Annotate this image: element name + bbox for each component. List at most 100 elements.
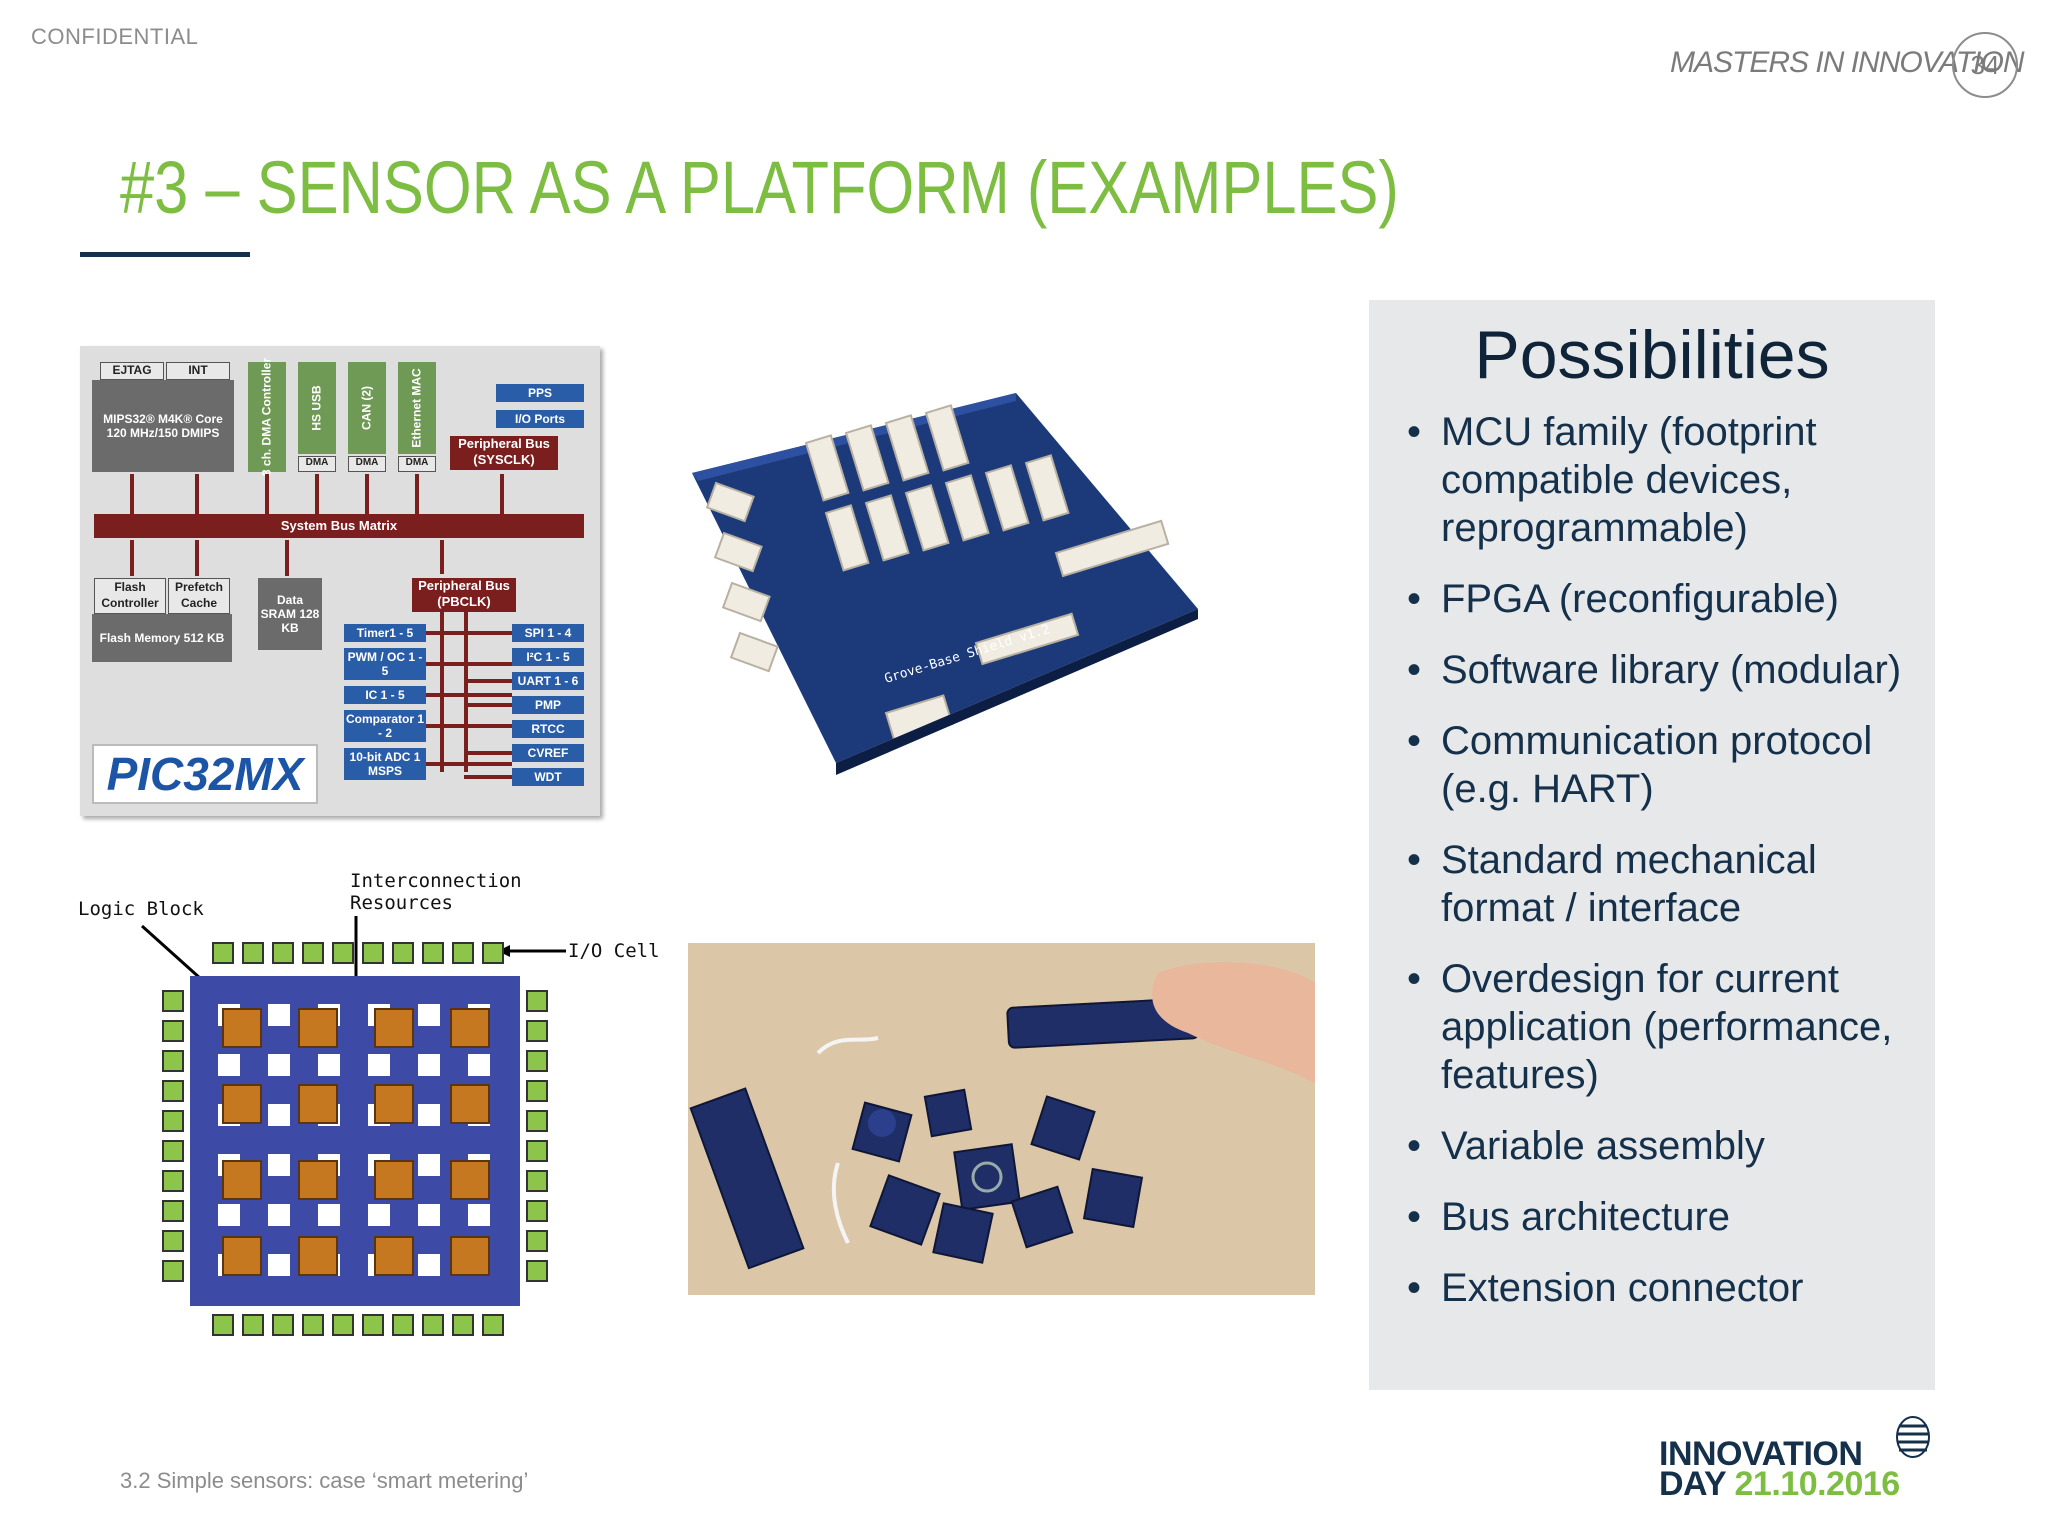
- io-cell: [162, 1230, 184, 1252]
- spi-block: SPI 1 - 4: [512, 624, 584, 642]
- switch-box: [268, 1254, 290, 1276]
- logic-block: [450, 1160, 490, 1200]
- switch-box: [218, 1204, 240, 1226]
- io-cell: [162, 1020, 184, 1042]
- fpga-diagram: Logic Block Interconnection Resources I/…: [70, 870, 690, 1340]
- list-item: Communication protocol (e.g. HART): [1407, 717, 1927, 813]
- logic-block: [450, 1236, 490, 1276]
- core-block: MIPS32® M4K® Core 120 MHz/150 DMIPS: [92, 380, 234, 472]
- pic32mx-block-diagram: EJTAG INT MIPS32® M4K® Core 120 MHz/150 …: [80, 346, 600, 816]
- switch-box: [468, 1054, 490, 1076]
- switch-box: [268, 1054, 290, 1076]
- switch-box: [418, 1204, 440, 1226]
- logic-block: [222, 1236, 262, 1276]
- io-cell: [526, 1080, 548, 1102]
- globe-icon: [1896, 1416, 1930, 1458]
- logic-block: [450, 1084, 490, 1124]
- io-cell: [212, 1314, 234, 1336]
- logic-block: [374, 1160, 414, 1200]
- list-item: Variable assembly: [1407, 1122, 1927, 1170]
- list-item: Extension connector: [1407, 1264, 1927, 1312]
- io-cell: [242, 942, 264, 964]
- dma-controller-block: 8 ch. DMA Controller: [248, 358, 286, 476]
- io-cell: [526, 1260, 548, 1282]
- list-item: Bus architecture: [1407, 1193, 1927, 1241]
- logo-day: DAY: [1659, 1465, 1726, 1503]
- io-cell: [422, 942, 444, 964]
- switch-box: [368, 1204, 390, 1226]
- page-number: 34: [1952, 32, 2018, 98]
- dma-tag: DMA: [348, 456, 386, 472]
- int-label: INT: [166, 362, 230, 380]
- io-cell: [162, 990, 184, 1012]
- switch-box: [268, 1154, 290, 1176]
- i2c-block: I²C 1 - 5: [512, 648, 584, 666]
- logic-block: [374, 1008, 414, 1048]
- io-cell: [332, 942, 354, 964]
- pic32mx-logo: PIC32MX: [92, 744, 318, 804]
- confidential-label: CONFIDENTIAL: [31, 24, 199, 49]
- io-cell: [482, 942, 504, 964]
- io-cell: [392, 1314, 414, 1336]
- logo-date: 21.10.2016: [1734, 1465, 1901, 1503]
- comparator-block: Comparator 1 - 2: [344, 710, 426, 742]
- io-cell: [302, 1314, 324, 1336]
- io-cell: [272, 942, 294, 964]
- io-cell: [332, 1314, 354, 1336]
- list-item: FPGA (reconfigurable): [1407, 575, 1927, 623]
- switch-box: [468, 1204, 490, 1226]
- logo-line1: INNOVATION: [1659, 1435, 1863, 1473]
- ic-block: IC 1 - 5: [344, 686, 426, 704]
- io-cell: [526, 1020, 548, 1042]
- flash-memory-block: Flash Memory 512 KB: [92, 614, 232, 662]
- cvref-block: CVREF: [512, 744, 584, 762]
- io-cell: [162, 1260, 184, 1282]
- interconnect-label: Interconnection Resources: [350, 870, 522, 914]
- logic-block: [222, 1008, 262, 1048]
- io-cell: [162, 1200, 184, 1222]
- logic-block: [298, 1236, 338, 1276]
- io-cell: [526, 1200, 548, 1222]
- slide-title: #3 – SENSOR AS A PLATFORM (EXAMPLES): [120, 146, 1399, 229]
- io-cell: [526, 1170, 548, 1192]
- can-block: CAN (2): [348, 362, 386, 454]
- wdt-block: WDT: [512, 768, 584, 786]
- logic-block: [298, 1008, 338, 1048]
- hs-usb-block: HS USB: [298, 362, 336, 454]
- io-cell: [162, 1050, 184, 1072]
- possibilities-panel: Possibilities MCU family (footprint comp…: [1369, 300, 1935, 1390]
- list-item: Overdesign for current application (perf…: [1407, 955, 1927, 1099]
- io-cell: [272, 1314, 294, 1336]
- io-cell: [482, 1314, 504, 1336]
- rtcc-block: RTCC: [512, 720, 584, 738]
- io-cell-label: I/O Cell: [568, 940, 660, 962]
- data-sram-block: Data SRAM 128 KB: [258, 578, 322, 650]
- peripheral-bus-sysclk: Peripheral Bus (SYSCLK): [450, 436, 558, 470]
- title-underline: [80, 252, 250, 257]
- io-cell: [526, 1110, 548, 1132]
- io-cell: [526, 1140, 548, 1162]
- logic-block: [374, 1236, 414, 1276]
- io-cell: [212, 942, 234, 964]
- switch-box: [268, 1004, 290, 1026]
- switch-box: [318, 1054, 340, 1076]
- io-cell: [362, 942, 384, 964]
- io-cell: [162, 1080, 184, 1102]
- timer-block: Timer1 - 5: [344, 624, 426, 642]
- pmp-block: PMP: [512, 696, 584, 714]
- switch-box: [218, 1054, 240, 1076]
- prefetch-cache-label: Prefetch Cache: [168, 578, 230, 614]
- system-bus-matrix: System Bus Matrix: [94, 514, 584, 538]
- possibilities-list: MCU family (footprint compatible devices…: [1407, 408, 1927, 1335]
- io-cell: [422, 1314, 444, 1336]
- io-cell: [302, 942, 324, 964]
- switch-box: [318, 1204, 340, 1226]
- logic-block: [450, 1008, 490, 1048]
- ethernet-block: Ethernet MAC: [398, 362, 436, 454]
- io-cell: [526, 1050, 548, 1072]
- dma-tag: DMA: [298, 456, 336, 472]
- switch-box: [418, 1004, 440, 1026]
- adc-block: 10-bit ADC 1 MSPS: [344, 748, 426, 780]
- switch-box: [418, 1254, 440, 1276]
- io-cell: [526, 990, 548, 1012]
